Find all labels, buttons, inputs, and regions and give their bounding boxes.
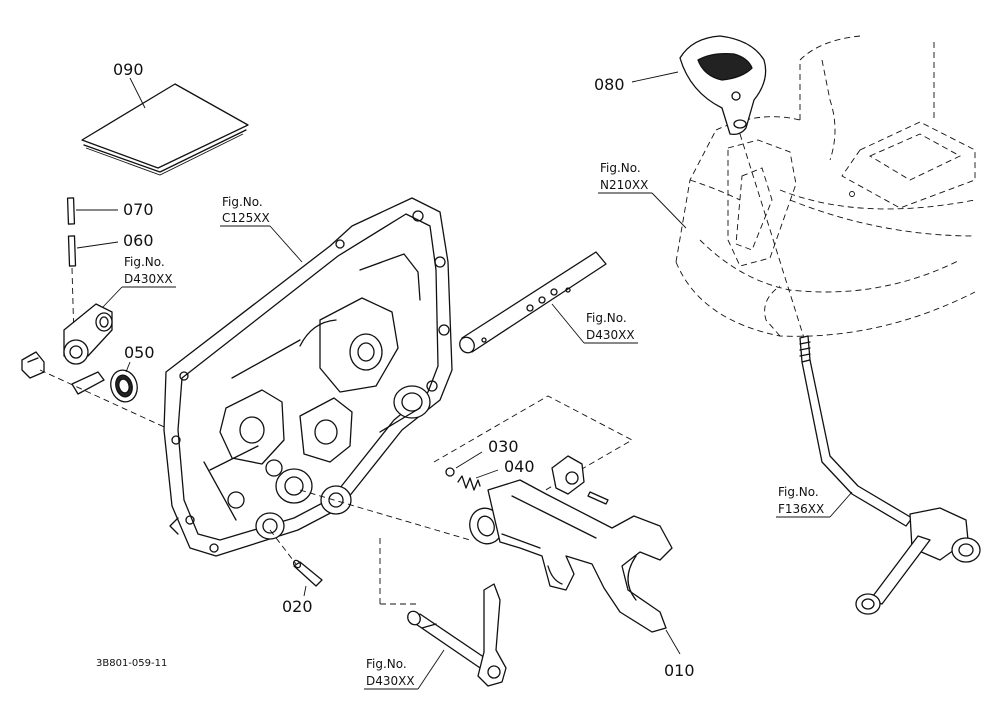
part-060-pin — [67, 235, 77, 267]
fig-prefix-shaft: Fig.No. — [586, 311, 627, 325]
fig-ref-f136: F136XX — [778, 502, 824, 516]
callout-010: 010 — [664, 661, 695, 680]
drawing-code: 3B801-059-11 — [96, 658, 167, 669]
fig-ref-d430-bottom: D430XX — [366, 674, 415, 688]
callout-040: 040 — [504, 457, 535, 476]
fig-prefix-f136: Fig.No. — [778, 485, 819, 499]
leader-020 — [303, 585, 307, 597]
leader-060 — [76, 241, 119, 249]
fig-ref-n210: N210XX — [600, 178, 648, 192]
transmission-case — [163, 197, 453, 557]
fig-prefix-bottom: Fig.No. — [366, 657, 407, 671]
callout-080: 080 — [594, 75, 625, 94]
callout-020: 020 — [282, 597, 313, 616]
small-pin — [587, 491, 609, 505]
part-020-pin — [292, 559, 323, 587]
part-010-shift-fork — [469, 479, 673, 633]
fig-prefix-c125: Fig.No. — [222, 195, 263, 209]
callout-090: 090 — [113, 60, 144, 79]
leader-040 — [475, 469, 499, 479]
leader-fig-f136 — [829, 491, 853, 518]
leader-fig-shaft — [551, 303, 585, 344]
leader-fig-c125 — [269, 225, 303, 263]
leader-fig-left — [101, 286, 123, 309]
leader-fig-n210 — [651, 192, 687, 229]
callout-030: 030 — [488, 437, 519, 456]
part-090-sheet — [81, 83, 249, 176]
left-bracket-assembly — [21, 303, 113, 395]
leader-010 — [665, 629, 681, 655]
callout-050: 050 — [124, 343, 155, 362]
fig-prefix-left: Fig.No. — [124, 255, 165, 269]
fig-ref-c125: C125XX — [222, 211, 270, 225]
bottom-shift-arm — [407, 583, 507, 687]
fig-ref-d430-left: D430XX — [124, 272, 173, 286]
part-070-pin — [66, 197, 76, 225]
lever-axis-line — [739, 133, 805, 339]
fig-ref-d430-shaft: D430XX — [586, 328, 635, 342]
shift-shaft-top — [459, 251, 607, 354]
fender-console — [675, 35, 976, 337]
part-030-ball — [445, 467, 455, 477]
part-040-spring — [457, 475, 481, 491]
leader-090 — [129, 77, 146, 109]
fork-collar — [551, 455, 585, 495]
leader-080 — [631, 71, 679, 83]
pin-020-axis — [269, 529, 297, 565]
part-050-seal — [110, 369, 138, 403]
callout-060: 060 — [123, 231, 154, 250]
callout-070: 070 — [123, 200, 154, 219]
fig-prefix-n210: Fig.No. — [600, 161, 641, 175]
leader-050 — [125, 361, 131, 373]
leader-fig-bottom — [417, 649, 445, 690]
part-080-shift-knob — [679, 35, 767, 136]
shift-lever-rod — [799, 335, 981, 615]
leader-030 — [455, 451, 483, 469]
